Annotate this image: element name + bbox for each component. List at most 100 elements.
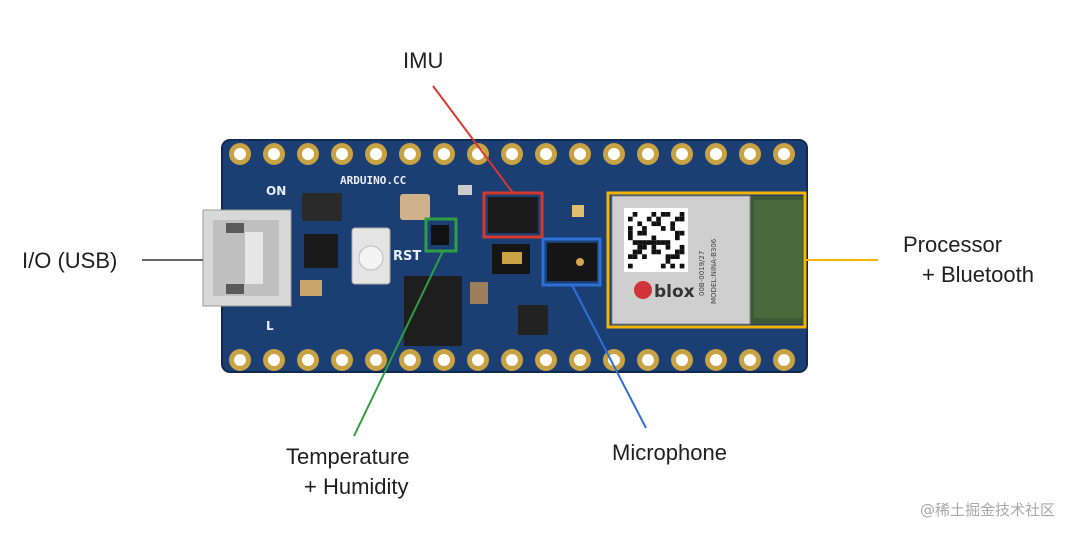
header-pin-hole bbox=[506, 148, 518, 160]
qr-cell bbox=[675, 216, 680, 222]
bottom-header-pins bbox=[229, 349, 795, 371]
header-pin-hole bbox=[472, 148, 484, 160]
header-pin-hole bbox=[404, 148, 416, 160]
header-pin-hole bbox=[744, 354, 756, 366]
silkscreen-brand: ARDUINO.CC bbox=[340, 174, 406, 187]
qr-cell bbox=[628, 226, 633, 231]
imu-leader-line bbox=[432, 85, 514, 194]
qr-cell bbox=[632, 240, 638, 245]
qr-cell bbox=[637, 230, 643, 236]
smd-components bbox=[300, 185, 584, 346]
qr-cell bbox=[628, 216, 633, 222]
qr-cell bbox=[670, 221, 675, 227]
header-pin-hole bbox=[438, 354, 450, 366]
module-model-1: 00B-0019/27 bbox=[698, 251, 706, 296]
qr-cell bbox=[665, 244, 671, 250]
header-pin-hole bbox=[234, 148, 246, 160]
qr-cell bbox=[656, 249, 661, 255]
qr-cell bbox=[642, 254, 647, 259]
header-pin-hole bbox=[302, 148, 314, 160]
qr-cell bbox=[656, 240, 661, 245]
qr-cell bbox=[656, 221, 661, 227]
qr-cell bbox=[665, 240, 671, 245]
qr-cell bbox=[637, 249, 643, 255]
qr-cell bbox=[660, 226, 666, 231]
qr-cell bbox=[637, 244, 643, 250]
qr-cell bbox=[660, 263, 666, 269]
qr-cell bbox=[679, 212, 685, 217]
qr-cell bbox=[679, 244, 685, 250]
header-pin-hole bbox=[302, 354, 314, 366]
qr-cell bbox=[675, 249, 680, 255]
header-pin-hole bbox=[540, 148, 552, 160]
header-pin-hole bbox=[642, 148, 654, 160]
imu-chip bbox=[488, 197, 538, 233]
qr-cell bbox=[675, 230, 680, 236]
header-pin-hole bbox=[268, 354, 280, 366]
qr-cell bbox=[656, 216, 661, 222]
temperature-highlight-box bbox=[424, 217, 458, 253]
header-pin-hole bbox=[404, 354, 416, 366]
qr-cell bbox=[646, 240, 652, 245]
qr-cell bbox=[670, 254, 675, 259]
header-pin-hole bbox=[642, 354, 654, 366]
qr-cell bbox=[642, 240, 647, 245]
io-usb-label: I/O (USB) bbox=[22, 248, 118, 273]
qr-cell bbox=[642, 230, 647, 236]
reset-button bbox=[351, 227, 391, 285]
header-pin-hole bbox=[370, 148, 382, 160]
qr-cell bbox=[670, 226, 675, 231]
watermark: @稀土掘金技术社区 bbox=[919, 501, 1055, 519]
usb-connector bbox=[202, 209, 292, 307]
qr-cell bbox=[632, 249, 638, 255]
qr-cell bbox=[651, 235, 657, 241]
qr-cell bbox=[632, 254, 638, 259]
qr-cell bbox=[628, 230, 633, 236]
header-pin-hole bbox=[778, 354, 790, 366]
qr-cell bbox=[679, 216, 685, 222]
silkscreen-l: L bbox=[266, 319, 274, 333]
header-pin-hole bbox=[370, 354, 382, 366]
header-pin-hole bbox=[710, 354, 722, 366]
module-brand: blox bbox=[654, 282, 695, 302]
qr-cell bbox=[642, 226, 647, 231]
qr-cell bbox=[637, 221, 643, 227]
silkscreen-on: ON bbox=[266, 184, 286, 198]
header-pin-hole bbox=[608, 354, 620, 366]
qr-cell bbox=[651, 249, 657, 255]
header-pin-hole bbox=[506, 354, 518, 366]
qr-cell bbox=[665, 212, 671, 217]
header-pin-hole bbox=[608, 148, 620, 160]
qr-cell bbox=[660, 212, 666, 217]
module-model-2: MODEL:NINA-B306 bbox=[710, 238, 718, 304]
header-pin-hole bbox=[472, 354, 484, 366]
qr-cell bbox=[651, 221, 657, 227]
qr-cell bbox=[660, 240, 666, 245]
header-pin-hole bbox=[778, 148, 790, 160]
header-pin-hole bbox=[540, 354, 552, 366]
silkscreen-rst: RST bbox=[393, 249, 421, 264]
microphone-highlight-box bbox=[541, 237, 602, 287]
qr-code bbox=[628, 212, 685, 269]
qr-cell bbox=[679, 230, 685, 236]
qr-cell bbox=[628, 235, 633, 241]
qr-cell bbox=[679, 249, 685, 255]
qr-cell bbox=[628, 254, 633, 259]
microphone-leader-line bbox=[571, 284, 647, 429]
qr-cell bbox=[651, 244, 657, 250]
header-pin-hole bbox=[710, 148, 722, 160]
qr-cell bbox=[675, 254, 680, 259]
qr-cell bbox=[665, 259, 671, 264]
header-pin-hole bbox=[336, 148, 348, 160]
processor-label-line2: + Bluetooth bbox=[922, 262, 1034, 287]
header-pin-hole bbox=[268, 148, 280, 160]
header-pin-hole bbox=[744, 148, 756, 160]
qr-cell bbox=[642, 244, 647, 250]
header-pin-hole bbox=[676, 354, 688, 366]
header-pin-hole bbox=[676, 148, 688, 160]
microphone-chip bbox=[547, 243, 597, 281]
qr-cell bbox=[675, 235, 680, 241]
qr-cell bbox=[651, 212, 657, 217]
qr-cell bbox=[628, 263, 633, 269]
